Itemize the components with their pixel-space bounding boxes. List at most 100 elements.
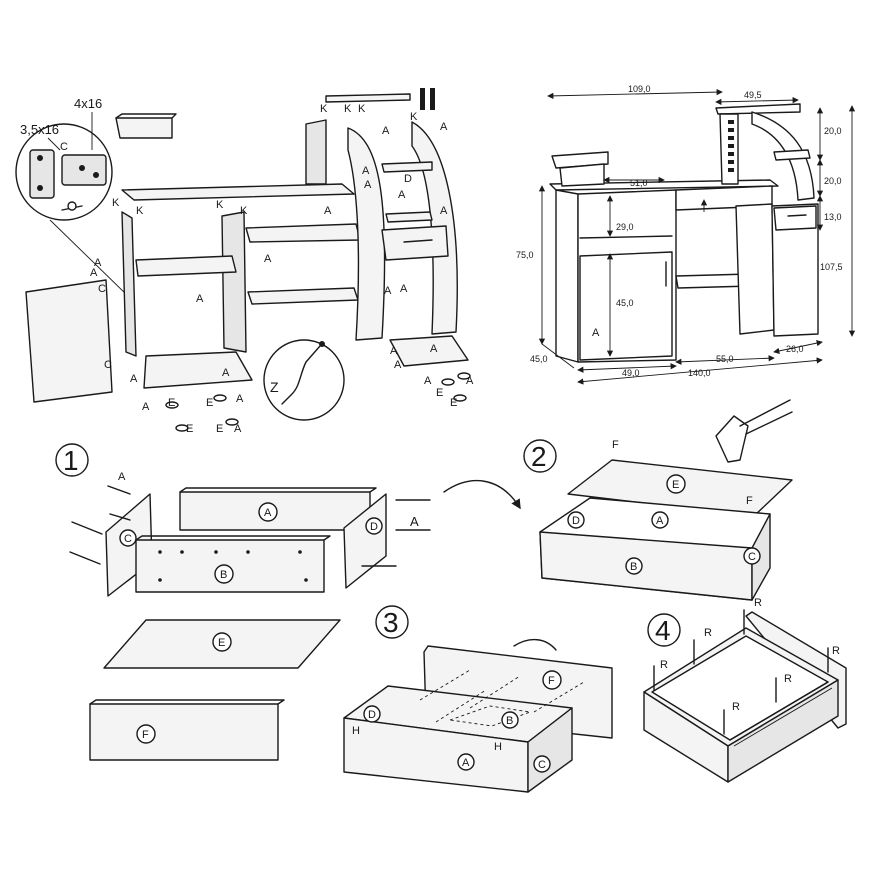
svg-text:A: A (466, 375, 474, 387)
svg-text:R: R (732, 701, 740, 713)
svg-text:B: B (506, 715, 513, 727)
svg-text:A: A (130, 373, 138, 385)
svg-text:D: D (370, 521, 378, 533)
svg-text:A: A (384, 285, 392, 297)
svg-text:A: A (440, 121, 448, 133)
svg-text:E: E (450, 397, 457, 409)
svg-text:C: C (538, 759, 546, 771)
dim-desk-height: 75,0 (516, 250, 534, 260)
dim-top-width: 109,0 (628, 84, 651, 94)
svg-text:K: K (410, 111, 418, 123)
svg-text:B: B (630, 561, 637, 573)
small-shelf-piece (115, 117, 173, 139)
svg-text:A: A (364, 179, 372, 191)
svg-text:A: A (222, 367, 230, 379)
step-3-number: 3 (383, 607, 399, 638)
svg-text:K: K (358, 103, 366, 115)
step-1-screws: A A (69, 471, 431, 567)
svg-text:A: A (264, 253, 272, 265)
svg-text:A: A (394, 359, 402, 371)
svg-text:E: E (218, 637, 225, 649)
step-arrow (443, 479, 521, 510)
svg-text:A: A (410, 514, 419, 529)
svg-text:H: H (352, 725, 360, 737)
svg-text:A: A (236, 393, 244, 405)
svg-text:A: A (656, 515, 664, 527)
svg-text:E: E (672, 479, 679, 491)
exploded-view: 4x16 3,5x16 C C C (15, 88, 474, 435)
svg-text:A: A (94, 257, 102, 269)
svg-text:K: K (216, 199, 224, 211)
svg-text:D: D (368, 709, 376, 721)
dim-right-width: 26,0 (786, 344, 804, 354)
hinge-label-c: C (60, 141, 68, 153)
dim-drawer-height: 13,0 (824, 212, 842, 222)
part-callouts: A A K K K K A A A A A E E A E E A K K K … (90, 103, 474, 435)
step-1: 1 A C D B (55, 443, 431, 761)
dim-shelf-height-2: 20,0 (824, 176, 842, 186)
svg-text:A: A (430, 343, 438, 355)
svg-text:A: A (90, 267, 98, 279)
left-side-panel (121, 211, 137, 357)
svg-text:F: F (746, 495, 753, 507)
allen-key-detail: Z (263, 339, 345, 421)
svg-text:E: E (436, 387, 443, 399)
svg-text:A: A (390, 345, 398, 357)
dim-open-shelf: 29,0 (616, 222, 634, 232)
svg-text:A: A (234, 423, 242, 435)
step-2-number: 2 (531, 441, 547, 472)
screw-label-3-5x16: 3,5x16 (20, 122, 59, 137)
svg-text:A: A (142, 401, 150, 413)
svg-text:A: A (324, 205, 332, 217)
svg-text:K: K (320, 103, 328, 115)
screw-label-4x16: 4x16 (74, 96, 102, 111)
door-top-label-c: C (98, 283, 106, 295)
dim-monitor-width: 51,0 (630, 178, 648, 188)
svg-text:E: E (206, 397, 213, 409)
svg-text:E: E (216, 423, 223, 435)
svg-text:B: B (220, 569, 227, 581)
dim-shelf-width: 49,5 (744, 90, 762, 100)
svg-text:A: A (424, 375, 432, 387)
svg-text:A: A (362, 165, 370, 177)
svg-text:H: H (494, 741, 502, 753)
svg-text:K: K (240, 205, 248, 217)
svg-text:E: E (168, 397, 175, 409)
svg-text:A: A (440, 205, 448, 217)
svg-text:D: D (404, 173, 412, 185)
svg-text:C: C (124, 533, 132, 545)
step-4-number: 4 (655, 615, 671, 646)
dim-door-height: 45,0 (616, 298, 634, 308)
svg-text:A: A (196, 293, 204, 305)
svg-text:R: R (754, 597, 762, 609)
svg-text:R: R (784, 673, 792, 685)
dim-total-height: 107,5 (820, 262, 843, 272)
dimension-view: 109,0 49,5 20,0 20,0 13,0 107,5 75,0 45,… (516, 84, 856, 385)
svg-text:A: A (264, 507, 272, 519)
dim-shelf-height-1: 20,0 (824, 126, 842, 136)
svg-text:F: F (612, 439, 619, 451)
step-4: 4 R R R R R R (643, 597, 847, 783)
allen-key-label-z: Z (270, 379, 279, 395)
dim-total-width: 140,0 (688, 368, 711, 378)
door-label-c: C (104, 359, 112, 371)
svg-text:A: A (400, 283, 408, 295)
leveling-feet (165, 372, 471, 432)
dim-cabinet-width: 49,0 (622, 368, 640, 378)
svg-text:C: C (748, 551, 756, 563)
svg-text:F: F (548, 675, 555, 687)
svg-text:R: R (832, 645, 840, 657)
svg-text:R: R (704, 627, 712, 639)
svg-text:F: F (142, 729, 149, 741)
step-3: 3 F D B A C H H (343, 605, 613, 793)
hinge-detail: C (15, 123, 129, 297)
svg-text:K: K (136, 205, 144, 217)
svg-text:D: D (572, 515, 580, 527)
svg-text:R: R (660, 659, 668, 671)
svg-text:A: A (462, 757, 470, 769)
svg-text:A: A (382, 125, 390, 137)
dim-middle-width: 55,0 (716, 354, 734, 364)
door-panel (25, 279, 113, 403)
step-2: 2 E F F D A B C (523, 399, 793, 601)
